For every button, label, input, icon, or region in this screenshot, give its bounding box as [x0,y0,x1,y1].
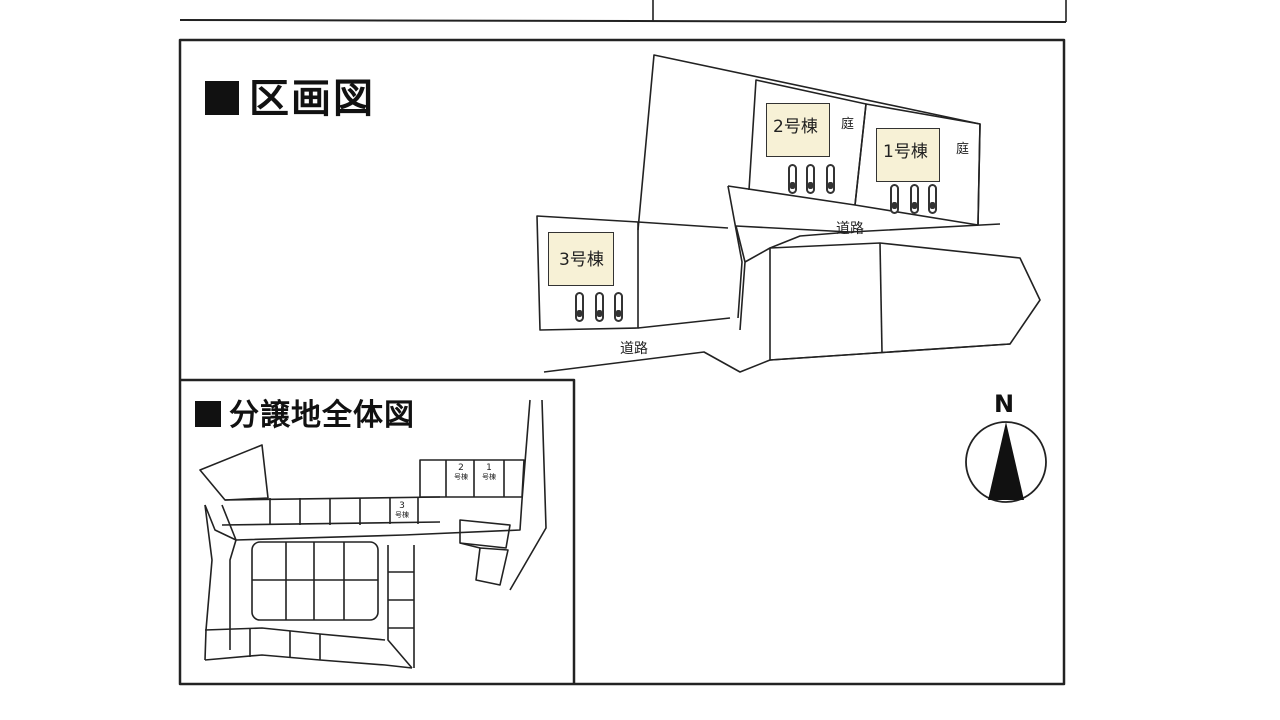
section-plan-title: 区画図 [205,66,375,124]
car-icon [788,164,797,194]
building-2: 2号棟 [766,103,830,157]
building-3: 3号棟 [548,232,614,286]
car-icon [595,292,604,322]
lot-number: 2 [458,463,464,473]
square-bullet-icon [205,81,239,115]
square-bullet-icon [195,401,221,427]
lot-number: 3 [399,501,405,511]
lot-suffix: 号棟 [454,473,468,481]
compass-north-label: N [994,390,1015,418]
overview-map-title: 分譲地全体図 [195,390,415,434]
car-icon [928,184,937,214]
garden-label: 庭 [956,142,970,157]
car-icon [806,164,815,194]
car-icon [910,184,919,214]
overview-lot-3: 3 号棟 [390,502,414,520]
compass-icon [965,421,1047,503]
road-label: 道路 [620,341,648,357]
car-icon [826,164,835,194]
lot-suffix: 号棟 [482,473,496,481]
lot-number: 1 [486,463,492,473]
building-1: 1号棟 [876,128,940,182]
building-label: 2号棟 [773,117,818,137]
car-icon [575,292,584,322]
car-icon [890,184,899,214]
garden-label: 庭 [841,117,855,132]
building-label: 1号棟 [883,142,928,162]
overview-lot-1: 1 号棟 [478,464,500,482]
lot-suffix: 号棟 [395,511,409,519]
overview-lot-2: 2 号棟 [450,464,472,482]
road-label: 道路 [836,221,864,237]
car-icon [614,292,623,322]
building-label: 3号棟 [559,250,604,270]
